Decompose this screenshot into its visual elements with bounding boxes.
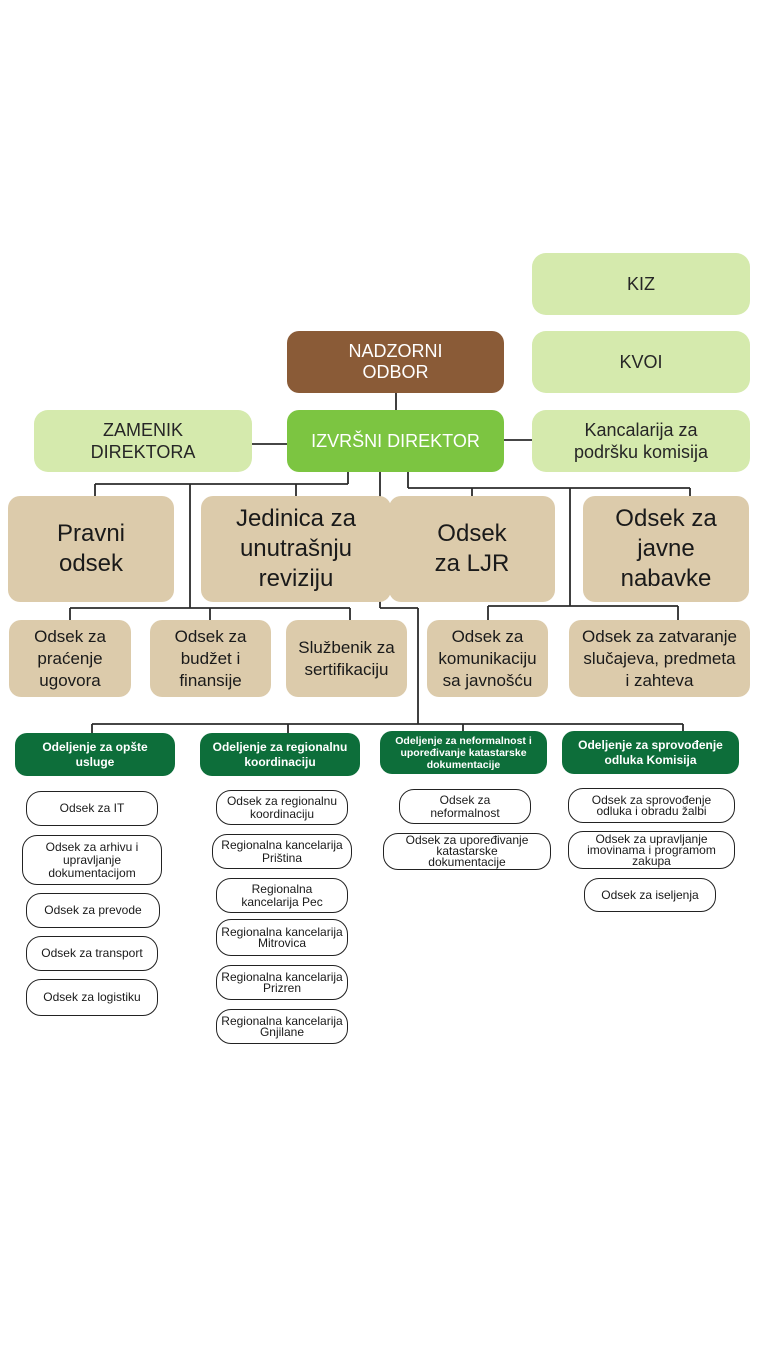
izvrsni-direktor-box: IZVRŠNI DIREKTOR xyxy=(287,410,504,472)
list-item-zalbe: Odsek za sprovođenje odluka i obradu žal… xyxy=(568,788,735,823)
list-item-mitrovica: Regionalna kancelarija Mitrovica xyxy=(216,919,348,956)
zatvaranje-box: Odsek za zatvaranje slučajeva, predmeta … xyxy=(569,620,750,697)
list-item-prevode: Odsek za prevode xyxy=(26,893,160,928)
kiz-box: KIZ xyxy=(532,253,750,315)
list-item-regionalna-koordinacija: Odsek za regionalnu koordinaciju xyxy=(216,790,348,825)
list-item-pec: Regionalna kancelarija Pec xyxy=(216,878,348,913)
list-item-pristina: Regionalna kancelarija Priština xyxy=(212,834,352,869)
dept-sprovodjenje: Odeljenje za sprovođenje odluka Komisija xyxy=(562,731,739,774)
revizija-box: Jedinica za unutrašnju reviziju xyxy=(201,496,391,602)
list-item-zakup: Odsek za upravljanje imovinama i program… xyxy=(568,831,735,869)
kvoi-box: KVOI xyxy=(532,331,750,393)
list-item-logistika: Odsek za logistiku xyxy=(26,979,158,1016)
list-item-uporedjivanje: Odsek za upoređivanje katastarske dokume… xyxy=(383,833,551,870)
list-item-neformalnost: Odsek za neformalnost xyxy=(399,789,531,824)
dept-opste-usluge: Odeljenje za opšte usluge xyxy=(15,733,175,776)
list-item-transport: Odsek za transport xyxy=(26,936,158,971)
list-item-iseljenja: Odsek za iseljenja xyxy=(584,878,716,912)
komunikacija-box: Odsek za komunikaciju sa javnošću xyxy=(427,620,548,697)
sertifikacija-box: Službenik za sertifikaciju xyxy=(286,620,407,697)
pracenje-ugovora-box: Odsek za praćenje ugovora xyxy=(9,620,131,697)
list-item-arhiva: Odsek za arhivu i upravljanje dokumentac… xyxy=(22,835,162,885)
javne-nabavke-box: Odsek za javne nabavke xyxy=(583,496,749,602)
list-item-prizren: Regionalna kancelarija Prizren xyxy=(216,965,348,1000)
kancelarija-box: Kancalarija za podršku komisija xyxy=(532,410,750,472)
dept-neformalnost: Odeljenje za neformalnost i upoređivanje… xyxy=(380,731,547,774)
budzet-box: Odsek za budžet i finansije xyxy=(150,620,271,697)
pravni-odsek-box: Pravni odsek xyxy=(8,496,174,602)
list-item-gnjilane: Regionalna kancelarija Gnjilane xyxy=(216,1009,348,1044)
zamenik-direktora-box: ZAMENIK DIREKTORA xyxy=(34,410,252,472)
nadzorni-odbor-box: NADZORNI ODBOR xyxy=(287,331,504,393)
ljr-box: Odsek za LJR xyxy=(389,496,555,602)
list-item-it: Odsek za IT xyxy=(26,791,158,826)
dept-regionalna-koordinacija: Odeljenje za regionalnu koordinaciju xyxy=(200,733,360,776)
